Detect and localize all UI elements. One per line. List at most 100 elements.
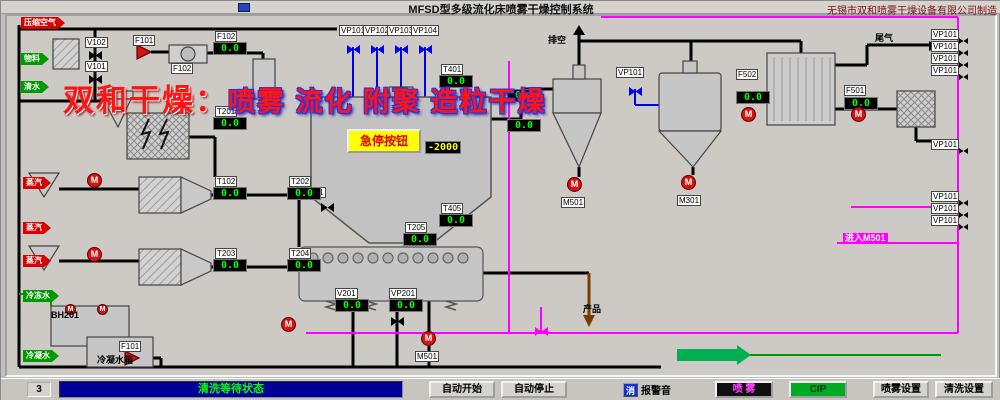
stream-arrow: 压缩空气 [21, 17, 65, 29]
stream-arrow: 清水 [21, 81, 49, 93]
valve-icon[interactable] [535, 323, 548, 336]
value-display: 0.0 [439, 75, 473, 88]
instrument-tag: T401 [441, 64, 464, 75]
page-counter[interactable]: 3 [27, 382, 51, 397]
pipe-label: BH201 [51, 310, 80, 320]
motor-icon[interactable]: M [851, 107, 866, 122]
instrument-tag: M501 [561, 197, 586, 208]
auto-start-button[interactable]: 自动开始 [429, 381, 495, 398]
motor-icon[interactable]: M [87, 173, 102, 188]
instrument-tag: VP101 [931, 41, 960, 52]
instrument-tag: VP101 [931, 139, 960, 150]
motor-icon[interactable]: M [567, 177, 582, 192]
instrument-tag: T201 [215, 106, 238, 117]
instrument-tag: VP101 [931, 29, 960, 40]
emergency-stop-button[interactable]: 急停按钮 [347, 129, 421, 153]
value-display: 0.0 [213, 42, 247, 55]
auto-stop-button[interactable]: 自动停止 [501, 381, 567, 398]
value-display: 0.0 [507, 89, 541, 102]
instrument-tag: T202 [289, 176, 312, 187]
instrument-tag: VP101 [931, 215, 960, 226]
page-title: MFSD型多级流化床喷雾干燥控制系统 [408, 4, 594, 16]
valve-icon[interactable] [959, 31, 968, 44]
valve-icon[interactable] [391, 313, 404, 326]
value-display: 0.0 [287, 187, 321, 200]
instrument-tag: F101 [133, 35, 156, 46]
valve-icon[interactable] [371, 41, 384, 54]
instrument-tag: F501 [844, 85, 867, 96]
manufacturer-label: 无锡市双和喷雾干燥设备有限公司制造 [827, 6, 997, 17]
valve-icon[interactable] [959, 205, 968, 218]
instrument-tag: F102 [171, 63, 194, 74]
cip-button[interactable]: CIP [789, 381, 847, 398]
title-bar: MFSD型多级流化床喷雾干燥控制系统 无锡市双和喷雾干燥设备有限公司制造 [1, 1, 1000, 17]
value-display: 0.0 [287, 259, 321, 272]
motor-icon[interactable]: M [421, 331, 436, 346]
valve-icon[interactable] [321, 199, 334, 212]
stream-arrow: 物料 [21, 53, 49, 65]
value-display: 0.0 [213, 259, 247, 272]
valve-icon[interactable] [629, 83, 642, 96]
instrument-tag: T203 [215, 248, 238, 259]
valve-icon[interactable] [959, 141, 968, 154]
motor-icon[interactable]: M [97, 304, 108, 315]
motor-icon[interactable]: M [741, 107, 756, 122]
valve-icon[interactable] [347, 41, 360, 54]
instrument-tag: T204 [289, 248, 312, 259]
stream-arrow: 冷冻水 [23, 290, 59, 302]
motor-icon[interactable]: M [281, 317, 296, 332]
instrument-tag: T205 [405, 222, 428, 233]
instrument-tag: VP101 [931, 53, 960, 64]
valve-icon[interactable] [395, 41, 408, 54]
valve-icon[interactable] [89, 71, 102, 84]
value-display: 0.0 [213, 187, 247, 200]
status-text: 清洗等待状态 [198, 383, 264, 395]
status-bar: 清洗等待状态 [59, 381, 403, 398]
pipe-label: 产品 [583, 304, 602, 314]
motor-icon[interactable]: M [681, 175, 696, 190]
spray-settings-button[interactable]: 喷雾设置 [873, 381, 929, 398]
bottom-toolbar: 3 清洗等待状态 自动开始 自动停止 消 报警音 喷 雾 CIP 喷雾设置 清洗… [1, 378, 1000, 400]
stream-arrow: 蒸汽 [23, 255, 51, 267]
motor-icon[interactable]: M [87, 247, 102, 262]
valve-icon[interactable] [959, 67, 968, 80]
valve-icon[interactable] [89, 47, 102, 60]
instrument-tag: F101 [119, 341, 142, 352]
stream-arrow: 蒸汽 [23, 222, 51, 234]
valve-icon[interactable] [959, 43, 968, 56]
valve-icon[interactable] [959, 217, 968, 230]
value-display: 0.0 [213, 117, 247, 130]
mute-alarm-button[interactable]: 消 报警音 [623, 381, 671, 398]
value-display: 0.0 [403, 233, 437, 246]
instrument-tag: F102 [215, 31, 238, 42]
mute-alarm-label: 报警音 [641, 386, 671, 397]
app-icon [238, 3, 250, 12]
instrument-tag: VP101 [931, 65, 960, 76]
instrument-tag: VP101 [616, 67, 645, 78]
pipe-label: 冷凝水箱 [97, 355, 134, 365]
value-display: -2000 [425, 141, 462, 154]
value-display: 0.0 [736, 91, 770, 104]
stream-arrow: 冷凝水 [23, 350, 59, 362]
instrument-tag: VP201 [389, 288, 418, 299]
clean-settings-button[interactable]: 清洗设置 [935, 381, 993, 398]
spray-button[interactable]: 喷 雾 [715, 381, 773, 398]
stream-arrow: 蒸汽 [23, 177, 51, 189]
value-display: 0.0 [335, 299, 369, 312]
instrument-tag: VP101 [931, 191, 960, 202]
valve-icon[interactable] [959, 55, 968, 68]
instrument-tag: VP101 [931, 203, 960, 214]
instrument-tag: F502 [736, 69, 759, 80]
instrument-tag: V201 [335, 288, 358, 299]
valve-icon[interactable] [419, 41, 432, 54]
mute-alarm-icon: 消 [623, 382, 638, 397]
pipe-label: 尾气 [875, 33, 894, 43]
instrument-tag: T102 [215, 176, 238, 187]
instrument-tag: M501 [415, 351, 440, 362]
instrument-tag: VP104 [411, 25, 440, 36]
valve-icon[interactable] [959, 193, 968, 206]
pipe-label: 排空 [548, 35, 567, 45]
value-display: 0.0 [439, 214, 473, 227]
